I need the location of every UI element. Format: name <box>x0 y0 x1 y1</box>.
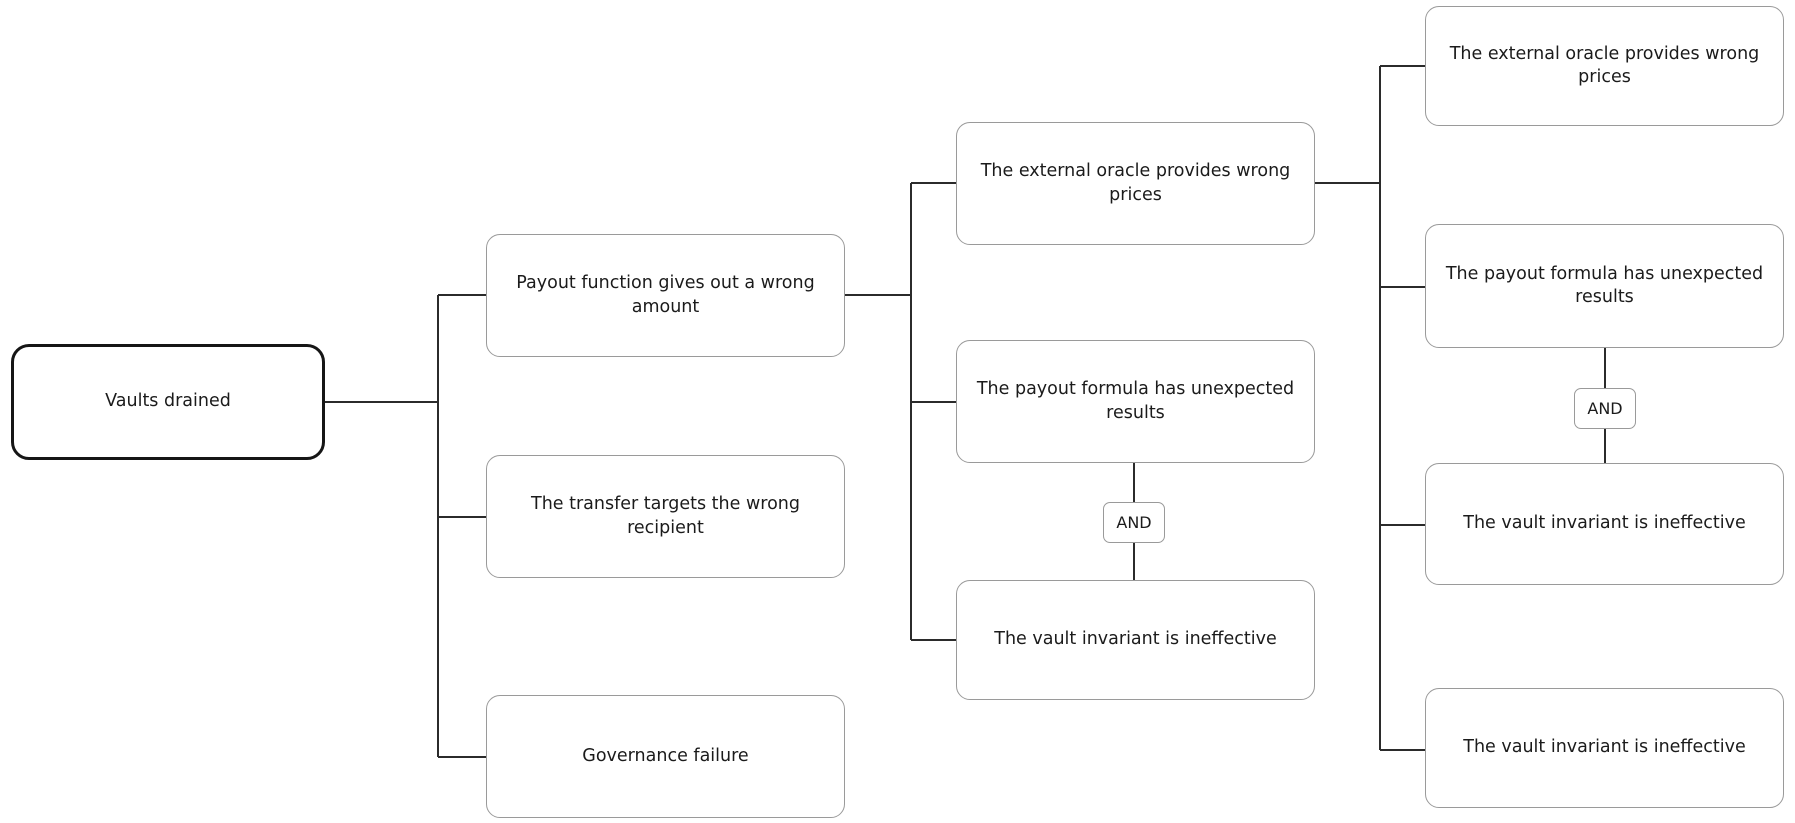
node-l1-governance-failure-label: Governance failure <box>582 745 749 766</box>
node-l1-payout-function[interactable]: Payout function gives out a wrong amount <box>486 234 845 357</box>
node-l2-vault-invariant-label: The vault invariant is ineffective <box>994 629 1277 650</box>
node-l2-oracle-wrong-prices-label: The external oracle provides wrong price… <box>980 161 1291 205</box>
node-l2-vault-invariant[interactable]: The vault invariant is ineffective <box>956 580 1315 700</box>
node-l3-payout-formula-label: The payout formula has unexpected result… <box>1445 263 1764 307</box>
node-l3-vault-invariant-b[interactable]: The vault invariant is ineffective <box>1425 688 1784 808</box>
node-l1-transfer-recipient[interactable]: The transfer targets the wrong recipient <box>486 455 845 578</box>
node-l3-oracle-wrong-prices-label: The external oracle provides wrong price… <box>1449 43 1760 87</box>
and-gate-level2[interactable]: AND <box>1103 502 1165 543</box>
and-gate-level3-label: AND <box>1587 399 1623 418</box>
node-l1-payout-function-label: Payout function gives out a wrong amount <box>516 273 815 317</box>
node-l3-payout-formula[interactable]: The payout formula has unexpected result… <box>1425 224 1784 348</box>
node-root-label: Vaults drained <box>105 391 231 412</box>
node-l2-payout-formula[interactable]: The payout formula has unexpected result… <box>956 340 1315 463</box>
node-l3-oracle-wrong-prices[interactable]: The external oracle provides wrong price… <box>1425 6 1784 126</box>
node-l3-vault-invariant-a-label: The vault invariant is ineffective <box>1463 513 1746 534</box>
node-l3-vault-invariant-a[interactable]: The vault invariant is ineffective <box>1425 463 1784 585</box>
node-l2-oracle-wrong-prices[interactable]: The external oracle provides wrong price… <box>956 122 1315 245</box>
and-gate-level2-label: AND <box>1116 513 1152 532</box>
node-l3-vault-invariant-b-label: The vault invariant is ineffective <box>1463 737 1746 758</box>
and-gate-level3[interactable]: AND <box>1574 388 1636 429</box>
node-root[interactable]: Vaults drained <box>11 344 325 460</box>
node-l1-transfer-recipient-label: The transfer targets the wrong recipient <box>531 494 800 538</box>
node-l2-payout-formula-label: The payout formula has unexpected result… <box>976 379 1295 423</box>
node-l1-governance-failure[interactable]: Governance failure <box>486 695 845 818</box>
